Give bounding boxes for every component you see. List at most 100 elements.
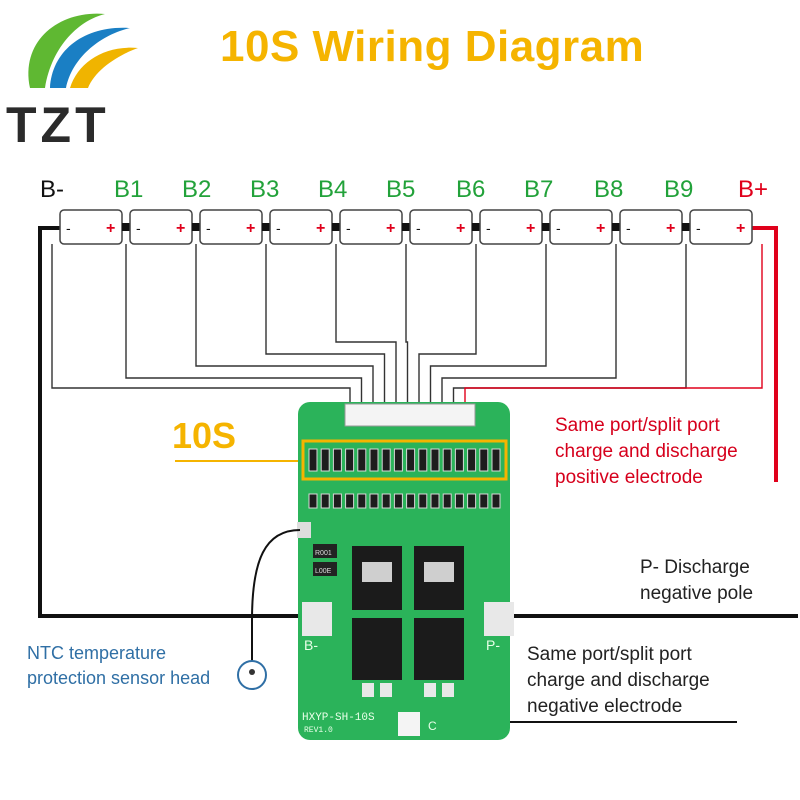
cell-negative-terminal: - [486, 220, 491, 236]
logo-text: TZT [6, 97, 110, 153]
smd-component [369, 493, 379, 509]
battery-cell: -+ [339, 209, 410, 245]
balance-wire [195, 244, 374, 410]
cell-link [122, 223, 130, 231]
cell-link [542, 223, 550, 231]
smd-component [406, 493, 416, 509]
pad-b-minus-label: B- [304, 637, 318, 653]
node-label-bminus: B- [40, 176, 64, 203]
cell-link [192, 223, 200, 231]
smd-component [467, 448, 477, 472]
note-p-minus: P- Discharge negative pole [640, 555, 753, 607]
smd-component [393, 493, 403, 509]
balance-wire [441, 244, 617, 410]
cell-negative-terminal: - [276, 220, 281, 236]
smd-component [491, 448, 501, 472]
battery-cell: -+ [549, 209, 620, 245]
node-label-b8: B8 [594, 176, 624, 203]
node-label-b1: B1 [114, 176, 144, 203]
node-label-b3: B3 [250, 176, 280, 203]
resistor-row [308, 448, 501, 472]
balance-connector [344, 403, 476, 427]
smd-component [308, 493, 318, 509]
cell-positive-terminal: + [666, 220, 675, 237]
pad-c-label: C [428, 719, 437, 733]
balance-resistor-highlight [301, 439, 508, 481]
note-positive-electrode: Same port/split port charge and discharg… [555, 413, 738, 491]
note-negative-electrode: Same port/split port charge and discharg… [527, 642, 710, 720]
balance-wires [51, 244, 763, 410]
series-label: 10S [172, 415, 237, 456]
smd-component [381, 448, 391, 472]
note-line: charge and discharge [555, 441, 738, 462]
node-label-bplus: B+ [738, 176, 769, 203]
smd-component [442, 448, 452, 472]
node-label-b5: B5 [386, 176, 416, 203]
balance-wire [51, 244, 351, 410]
main-wires [38, 226, 798, 723]
smd-component [381, 493, 391, 509]
smd-component [332, 493, 342, 509]
smd-component [345, 448, 355, 472]
node-label-b6: B6 [456, 176, 486, 203]
note-line: Same port/split port [527, 644, 692, 665]
smd-component [454, 493, 464, 509]
note-line: negative electrode [527, 696, 683, 717]
cell-positive-terminal: + [246, 220, 255, 237]
ntc-sensor-tip [249, 669, 255, 675]
smd-component [345, 493, 355, 509]
smd-component [454, 448, 464, 472]
battery-cell: -+ [479, 209, 550, 245]
logo-emblem [28, 13, 138, 88]
node-label-b4: B4 [318, 176, 348, 203]
balance-wire [125, 244, 363, 410]
pad-c [398, 712, 420, 736]
balance-wire [464, 244, 763, 410]
smd-component [418, 493, 428, 509]
pad-p-minus-label: P- [486, 637, 500, 653]
smd-component [430, 493, 440, 509]
cell-link [472, 223, 480, 231]
balance-wire [429, 244, 547, 410]
cell-positive-terminal: + [736, 220, 745, 237]
pad-b-minus [302, 602, 332, 636]
mosfets [352, 546, 464, 697]
resistor-2 [313, 562, 337, 576]
pad-p-minus [484, 602, 514, 636]
cell-positive-terminal: + [386, 220, 395, 237]
smd-component [393, 448, 403, 472]
smd-component [357, 493, 367, 509]
cell-negative-terminal: - [556, 220, 561, 236]
balance-wire [418, 244, 477, 410]
ntc-connector [297, 522, 311, 538]
smd-component [479, 448, 489, 472]
smd-component [369, 448, 379, 472]
note-line: negative pole [640, 583, 754, 604]
ntc-wire [251, 529, 301, 662]
board-revision: REV1.0 [304, 726, 333, 735]
smd-component [479, 493, 489, 509]
cell-negative-terminal: - [626, 220, 631, 236]
bms-board: B- P- C HXYP-SH-10S REV1.0 R001 L00E [297, 402, 514, 740]
cell-positive-terminal: + [596, 220, 605, 237]
cell-negative-terminal: - [696, 220, 701, 236]
smd-component [357, 448, 367, 472]
battery-cell: -+ [409, 209, 480, 245]
smd-component [442, 493, 452, 509]
note-line: NTC temperature [27, 643, 167, 663]
smd-component [332, 448, 342, 472]
cell-link [262, 223, 270, 231]
smd-component [491, 493, 501, 509]
cell-negative-terminal: - [66, 220, 71, 236]
cell-positive-terminal: + [176, 220, 185, 237]
smd-component [418, 448, 428, 472]
cell-negative-terminal: - [346, 220, 351, 236]
node-label-b2: B2 [182, 176, 212, 203]
balance-wire [265, 244, 386, 410]
smd-component [320, 493, 330, 509]
cell-negative-terminal: - [416, 220, 421, 236]
board-model: HXYP-SH-10S [302, 712, 375, 724]
smd-component [320, 448, 330, 472]
cell-link [612, 223, 620, 231]
